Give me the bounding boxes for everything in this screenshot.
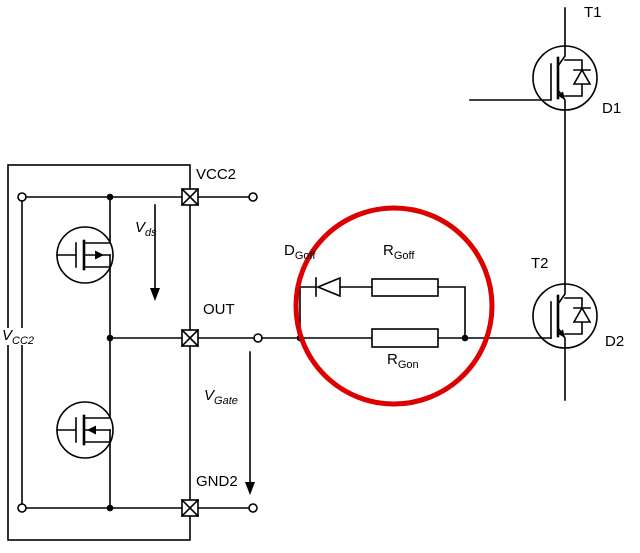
terminal-top-left	[17, 192, 27, 202]
mosfet-lowside-symbol	[56, 401, 114, 459]
vgate-arrowhead	[245, 482, 255, 495]
pin-out	[180, 328, 200, 348]
junction-dot	[461, 334, 469, 342]
out-terminal	[253, 333, 263, 343]
highlight-circle	[293, 205, 495, 407]
junction-dot	[106, 334, 114, 342]
terminal-bottom-left	[17, 503, 27, 513]
d2-diode-symbol	[564, 297, 592, 335]
t2-emitter-arrow	[557, 329, 565, 338]
rgoff-label: RGoff	[383, 242, 415, 262]
dgoff-diode-symbol	[315, 276, 341, 298]
circuit-lines	[7, 7, 598, 541]
t1-label: T1	[584, 4, 602, 21]
dgoff-label: DGoff	[284, 242, 316, 262]
d2-label: D2	[605, 333, 625, 350]
igbt-t1-symbol	[469, 7, 598, 285]
igbt-t2-symbol	[532, 283, 598, 401]
vds-voltage-label: Vds	[135, 219, 157, 239]
rgon-label: RGon	[387, 351, 419, 371]
t1-emitter-arrow	[557, 91, 565, 100]
junction-dot	[106, 504, 114, 512]
vcc2-pin-label: VCC2	[196, 166, 237, 183]
junction-dot	[106, 193, 114, 201]
mosfet-highside-arrow	[95, 250, 104, 260]
rgoff-resistor-body	[371, 278, 439, 297]
pin-gnd2	[180, 498, 200, 518]
junctions-and-arrowheads	[87, 91, 565, 512]
d1-label: D1	[602, 100, 622, 117]
driver-box	[7, 164, 191, 541]
supply-voltage-label: VCC2	[0, 327, 37, 347]
gnd2-pin-label: GND2	[196, 473, 238, 490]
pin-vcc2	[180, 187, 200, 207]
t2-label: T2	[531, 255, 549, 272]
mosfet-highside-symbol	[56, 226, 114, 284]
network-left-branch	[299, 286, 317, 339]
mosfet-lowside-arrow	[87, 425, 96, 435]
out-pin-label: OUT	[203, 301, 235, 318]
vds-arrowhead	[150, 288, 160, 301]
vcc2-terminal	[248, 192, 258, 202]
d1-diode-symbol	[564, 59, 592, 97]
vgate-voltage-label: VGate	[204, 387, 238, 407]
rgon-resistor-body	[371, 328, 439, 348]
network-right-branch	[437, 286, 466, 339]
gnd2-terminal	[248, 503, 258, 513]
